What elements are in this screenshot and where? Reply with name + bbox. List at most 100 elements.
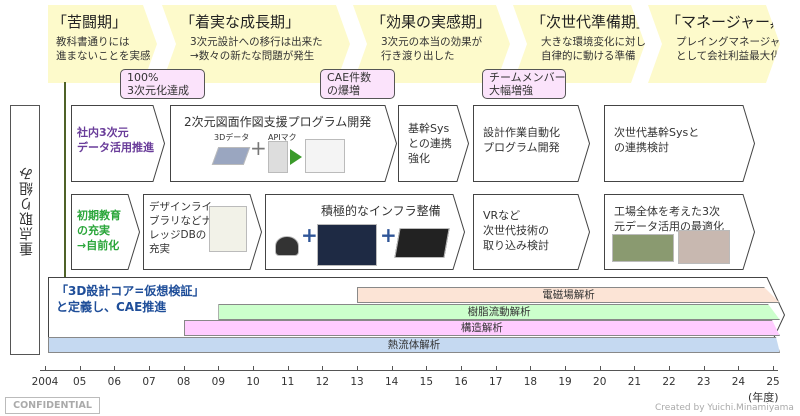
text-line: 社内3次元 — [77, 126, 129, 139]
axis-label: 18 — [523, 376, 538, 388]
spacemouse-image — [275, 236, 299, 256]
axis-label: 22 — [662, 376, 676, 388]
axis-tick — [114, 366, 116, 371]
step-text: 社内3次元データ活用推進 — [77, 125, 154, 155]
step-box: 初期教育の充実→自前化 — [71, 194, 140, 270]
text-line: レッジDBの — [149, 229, 207, 241]
step-text: 積極的なインフラ整備 — [321, 204, 441, 219]
axis-tick — [357, 366, 359, 371]
text-line: 強化 — [408, 152, 430, 165]
step-box: 社内3次元データ活用推進 — [71, 105, 165, 182]
axis-label: 07 — [142, 376, 156, 388]
step-text: 工場全体を考えた3次元データ活用の最適化 — [614, 204, 724, 234]
axis-label: 17 — [489, 376, 503, 388]
axis-tick — [183, 366, 185, 371]
step-box: 設計作業自動化プログラム開発 — [473, 105, 590, 182]
phase-description: 教科書通りには進まないことを実感 — [56, 35, 151, 63]
step-text: 2次元図面作図支援プログラム開発 — [184, 115, 371, 130]
text-line: 大きな環境変化に対し — [541, 36, 646, 48]
text-line: CAE件数 — [327, 71, 372, 84]
text-line: 3次元の本当の効果が — [381, 36, 483, 48]
text-line: 2次元図面作図支援プログラム開発 — [184, 115, 372, 129]
workstation-image — [317, 224, 377, 266]
3d-part-image — [211, 147, 251, 165]
axis-label: 11 — [281, 376, 295, 388]
phase-title: 「マネージャー期」 — [666, 13, 800, 31]
axis-tick — [461, 366, 463, 371]
cae-bar: 樹脂流動解析 — [218, 304, 780, 320]
api-macro-image — [268, 141, 288, 173]
chevron-outline — [71, 105, 165, 182]
factory-3d-image — [678, 230, 730, 264]
axis-unit: (年度) — [748, 391, 779, 404]
axis-tick — [773, 366, 775, 371]
axis-label: 14 — [385, 376, 399, 388]
arrow-right-icon — [290, 149, 302, 165]
axis-tick — [253, 366, 255, 371]
axis-tick — [79, 366, 81, 371]
step-box: 積極的なインフラ整備++ — [265, 194, 465, 270]
phase-title: 「苦闘期」 — [52, 13, 128, 31]
axis-tick — [703, 366, 705, 371]
axis-tick — [322, 366, 324, 371]
phase-title: 「効果の実感期」 — [371, 13, 492, 31]
text-line: データ活用推進 — [77, 141, 154, 154]
chevron-outline — [71, 194, 140, 270]
side-label-box: 重点取り組み — [10, 105, 40, 355]
text-line: 基幹Sys — [408, 122, 450, 135]
text-line: プレイングマネージャー — [676, 36, 791, 48]
axis-label: 21 — [627, 376, 642, 388]
text-line: の充実 — [77, 224, 110, 237]
text-line: ブラリなどナ — [149, 215, 212, 227]
cae-bar: 電磁場解析 — [357, 287, 780, 303]
text-line: 元データ活用の最適化 — [614, 220, 724, 233]
side-label: 重点取り組み — [19, 166, 35, 256]
text-line: →数々の新たな問題が発生 — [190, 50, 315, 62]
text-line: 大幅増強 — [489, 84, 533, 97]
axis-tick — [426, 366, 428, 371]
chevron-outline — [398, 105, 469, 182]
axis-label: 24 — [731, 376, 746, 388]
step-box: 次世代基幹Sysとの連携検討 — [604, 105, 755, 182]
step-text: 設計作業自動化プログラム開発 — [483, 125, 560, 155]
text-line: VRなど — [483, 209, 521, 222]
axis-label: 16 — [454, 376, 468, 388]
axis-label: 09 — [211, 376, 226, 388]
phase-title: 「次世代準備期」 — [531, 13, 652, 31]
axis-tick — [669, 366, 671, 371]
confidential-label: CONFIDENTIAL — [5, 397, 100, 414]
chevron-outline — [473, 194, 590, 270]
axis-label: 2004 — [31, 376, 59, 388]
axis-tick — [149, 366, 150, 371]
text-line: →自前化 — [77, 239, 120, 252]
text-line: の連携検討 — [614, 141, 669, 154]
text-line: デザインライ — [149, 201, 212, 213]
text-line: 自律的に動ける準備 — [541, 50, 636, 62]
step-box: VRなど次世代技術の取り込み検討 — [473, 194, 590, 270]
plus-icon: + — [250, 136, 267, 160]
text-line: 100% — [127, 71, 159, 84]
text-line: として会社利益最大化 — [676, 50, 781, 62]
axis-tick — [634, 366, 636, 371]
step-text: VRなど次世代技術の取り込み検討 — [483, 208, 549, 253]
axis-label: 13 — [350, 376, 364, 388]
timeline-line — [64, 82, 66, 278]
text-line: 3次元化達成 — [127, 84, 189, 97]
step-box: デザインライブラリなどナレッジDBの充実 — [143, 194, 262, 270]
plus-icon: + — [380, 223, 397, 247]
text-line: 積極的なインフラ整備 — [321, 204, 441, 218]
axis-tick — [287, 366, 289, 371]
axis-label: 23 — [697, 376, 711, 388]
axis-label: 20 — [593, 376, 607, 388]
text-line: 充実 — [149, 243, 170, 255]
text-line: の爆増 — [327, 84, 360, 97]
phase-chevron: 「マネージャー期」プレイングマネージャーとして会社利益最大化 — [648, 5, 780, 83]
credit-text: Created by Yuichi.Minamiyama — [655, 403, 794, 413]
factory-image — [612, 234, 674, 262]
library-screenshot — [209, 206, 247, 252]
axis-tick — [530, 366, 532, 371]
axis-tick — [218, 366, 220, 371]
